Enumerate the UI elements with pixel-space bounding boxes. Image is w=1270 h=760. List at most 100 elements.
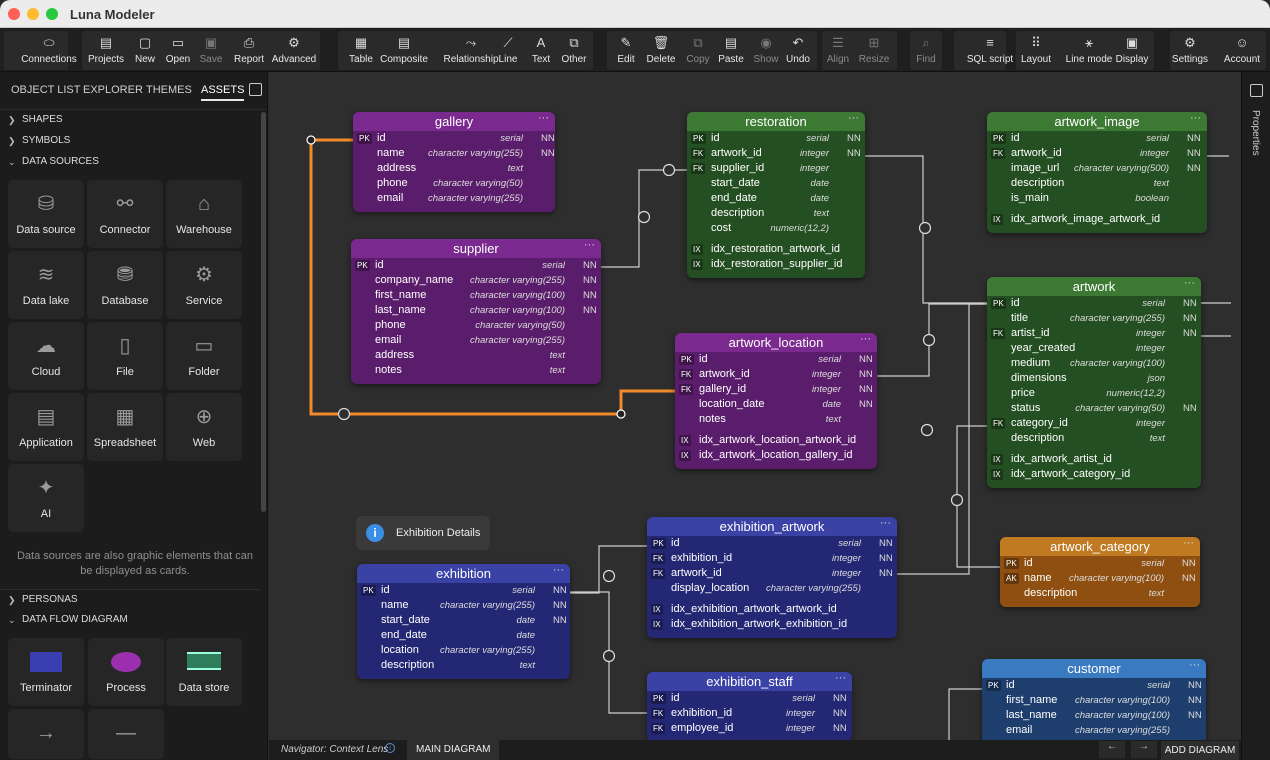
line-exhibition-exhartwork[interactable] <box>570 545 647 594</box>
asset-data-lake[interactable]: ≋Data lake <box>8 251 84 319</box>
section-data-sources[interactable]: ⌄DATA SOURCES <box>0 152 260 172</box>
entity-title[interactable]: exhibition··· <box>357 564 570 583</box>
asset-application[interactable]: ▤Application <box>8 393 84 461</box>
entity-title[interactable]: exhibition_artwork··· <box>647 517 897 536</box>
settings-button[interactable]: ⚙Settings <box>1167 32 1213 70</box>
entity-title[interactable]: artwork··· <box>987 277 1201 296</box>
navigator-label[interactable]: Navigator: Context Lens <box>281 744 389 755</box>
more-icon[interactable]: ··· <box>848 112 859 124</box>
asset-service[interactable]: ⚙Service <box>166 251 242 319</box>
tab-main-diagram[interactable]: MAIN DIAGRAM <box>407 740 500 760</box>
more-icon[interactable]: ··· <box>1184 277 1195 289</box>
relationship-button[interactable]: ⤳Relationship <box>431 32 511 70</box>
panel-scrollbar[interactable] <box>261 112 266 512</box>
entity-title[interactable]: artwork_category··· <box>1000 537 1200 556</box>
properties-label[interactable]: Properties <box>1250 110 1261 156</box>
section-data-flow-diagram[interactable]: ⌄DATA FLOW DIAGRAM <box>0 610 260 630</box>
next-diagram-button[interactable]: → <box>1131 741 1157 758</box>
more-icon[interactable]: ··· <box>584 239 595 251</box>
resize-button[interactable]: ⊞Resize <box>851 32 897 70</box>
asset-ai[interactable]: ✦AI <box>8 464 84 532</box>
entity-title[interactable]: restoration··· <box>687 112 865 131</box>
section-symbols[interactable]: ❯SYMBOLS <box>0 131 260 151</box>
tab-explorer[interactable]: EXPLORER <box>83 84 143 96</box>
more-icon[interactable]: ··· <box>860 333 871 345</box>
asset-data-store[interactable]: Data store <box>166 638 242 706</box>
open-button[interactable]: ▭Open <box>155 32 201 70</box>
entity-title[interactable]: gallery··· <box>353 112 555 131</box>
display-button[interactable]: ▣Display <box>1109 32 1155 70</box>
show-button[interactable]: ◉Show <box>743 32 789 70</box>
zoom-window-button[interactable] <box>46 8 58 20</box>
entity-title[interactable]: artwork_location··· <box>675 333 877 352</box>
entity-title[interactable]: supplier··· <box>351 239 601 258</box>
more-icon[interactable]: ··· <box>538 112 549 124</box>
projects-button[interactable]: ▤Projects <box>83 32 129 70</box>
edit-button[interactable]: ✎Edit <box>603 32 649 70</box>
more-icon[interactable]: ··· <box>1183 537 1194 549</box>
previous-diagram-button[interactable]: ← <box>1099 741 1125 758</box>
properties-toggle-icon[interactable] <box>1250 84 1263 97</box>
add-diagram-button[interactable]: ADD DIAGRAM <box>1161 741 1239 760</box>
connections-button[interactable]: ⬭Connections <box>12 32 86 70</box>
more-icon[interactable]: ··· <box>835 672 846 684</box>
asset-file[interactable]: ▯File <box>87 322 163 390</box>
asset-flow-line[interactable]: — <box>88 709 164 759</box>
align-button[interactable]: ☰Align <box>815 32 861 70</box>
more-icon[interactable]: ··· <box>880 517 891 529</box>
entity-title[interactable]: artwork_image··· <box>987 112 1207 131</box>
composite-button[interactable]: ▤Composite <box>373 32 435 70</box>
undo-button[interactable]: ↶Undo <box>775 32 821 70</box>
copy-button[interactable]: ⧉Copy <box>675 32 721 70</box>
